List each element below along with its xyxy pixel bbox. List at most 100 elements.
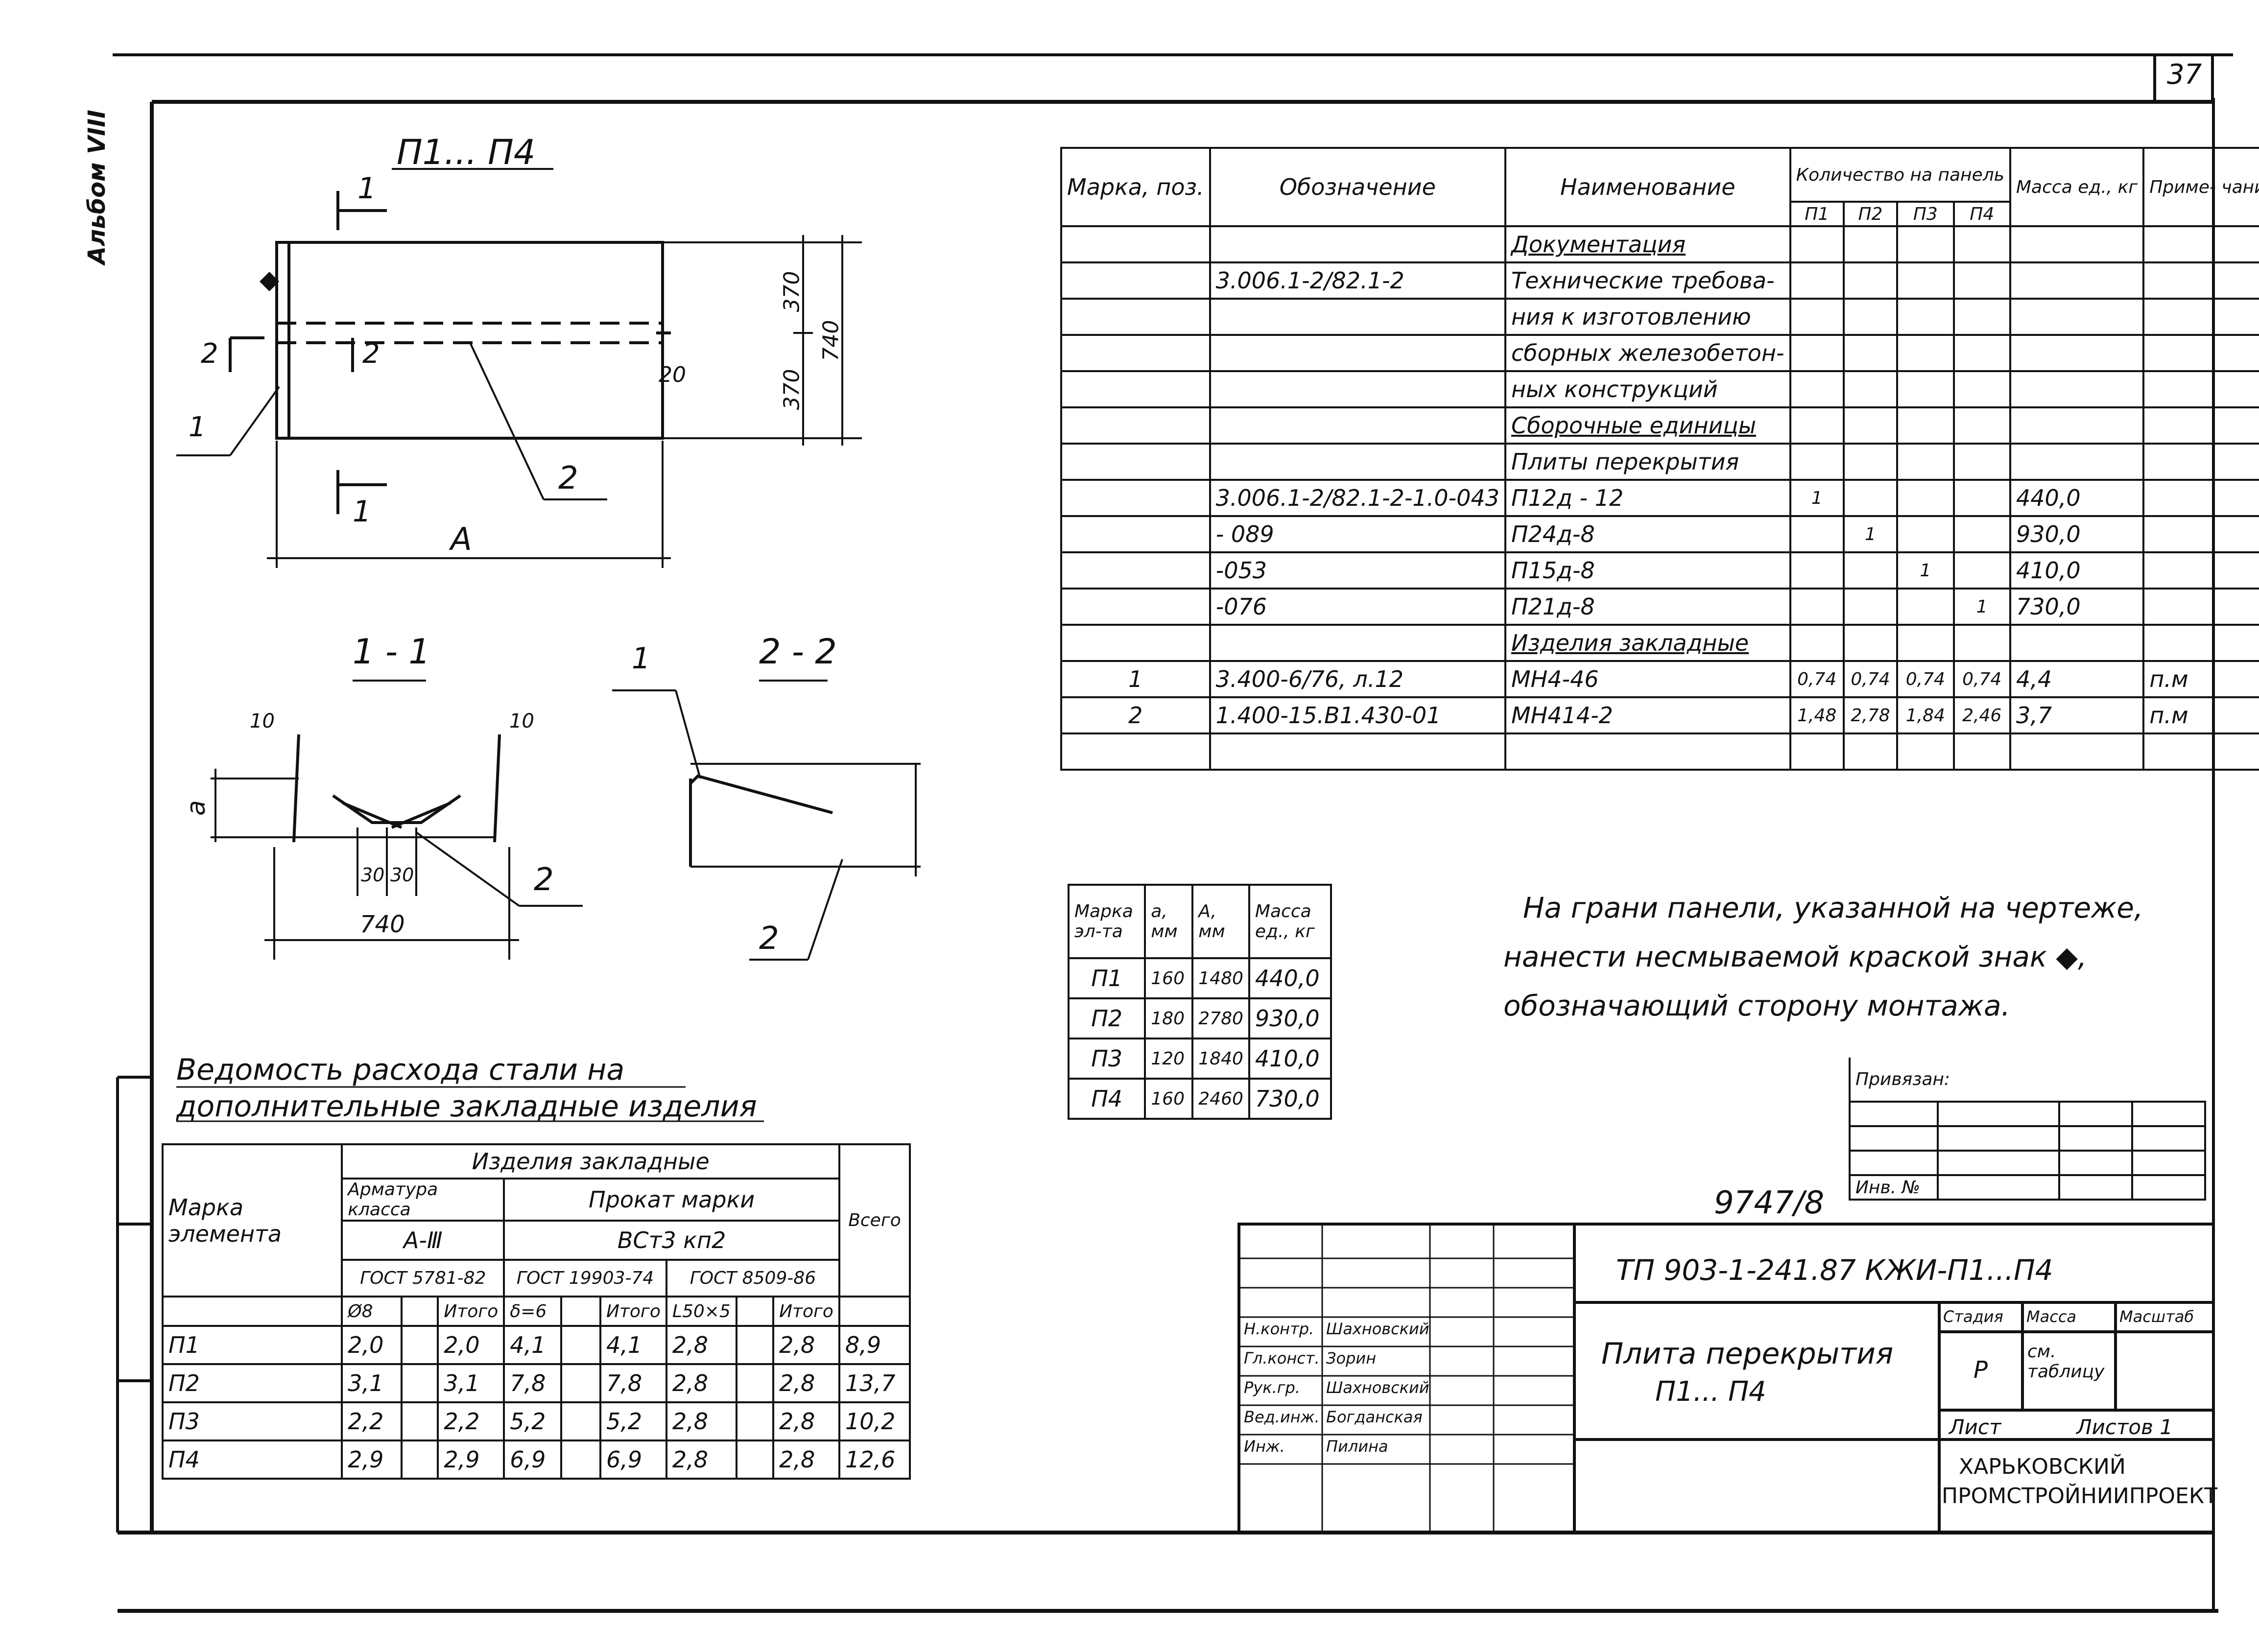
- spec-cell-mark: [1060, 588, 1211, 626]
- signer-role: Рук.гр.: [1244, 1378, 1301, 1397]
- section-mark-2-right: 2: [362, 338, 380, 370]
- dim-30-a: 30: [361, 864, 385, 886]
- spec-cell-note: [2142, 624, 2259, 662]
- steel-sub-itogo1: Итого: [437, 1296, 505, 1327]
- spec-cell-p4: [1952, 370, 2011, 408]
- spec-row: Плиты перекрытия: [1060, 443, 2259, 481]
- dims-cell-a: 180: [1144, 997, 1194, 1039]
- stamp-title-2: П1... П4: [1655, 1376, 1766, 1408]
- signer-role: Инж.: [1244, 1437, 1285, 1456]
- steel-cell-total: 10,2: [838, 1401, 911, 1441]
- dims-header-a: a, мм: [1144, 884, 1194, 959]
- steel-sub-d8: Ø8: [341, 1296, 403, 1327]
- spec-cell-mark: [1060, 551, 1211, 590]
- pos-2-label-plan: 2: [558, 460, 578, 496]
- spec-cell-designation: [1209, 443, 1506, 481]
- pos-2-label-section: 2: [534, 862, 554, 898]
- spec-cell-note: п.м: [2142, 660, 2259, 698]
- signer-role: Вед.инж.: [1244, 1408, 1320, 1426]
- signer-name: Шахновский: [1326, 1320, 1429, 1338]
- dim-10-right: 10: [509, 710, 534, 732]
- steel-sub-itogo3: Итого: [772, 1296, 840, 1327]
- steel-cell-rebar-total: 2,9: [437, 1440, 505, 1480]
- steel-header-rolled: Прокат марки: [503, 1178, 840, 1222]
- steel-cell-angle-total: 2,8: [772, 1325, 840, 1365]
- spec-cell-p2: [1842, 225, 1899, 263]
- spec-cell-mark: [1060, 732, 1211, 771]
- spec-cell-p3: [1896, 406, 1955, 445]
- spec-cell-note: п.м: [2142, 696, 2259, 734]
- steel-cell-empty: [560, 1440, 601, 1480]
- steel-cell-rebar: 3,1: [341, 1363, 403, 1403]
- section-mark-1-top: 1: [357, 171, 377, 206]
- dims-cell-a: 160: [1144, 1078, 1194, 1120]
- steel-cell-element: П4: [161, 1440, 343, 1480]
- spec-cell-p1: 1: [1789, 479, 1845, 517]
- spec-cell-mass: [2009, 370, 2145, 408]
- spec-cell-p3: [1896, 334, 1955, 372]
- section-mark-1-bottom: 1: [353, 495, 372, 529]
- section-mark-2-left: 2: [201, 338, 218, 370]
- spec-cell-designation: 3.006.1-2/82.1-2: [1209, 261, 1506, 300]
- spec-cell-mass: 4,4: [2009, 660, 2145, 698]
- steel-sub-l50: L50×5: [665, 1296, 737, 1327]
- inv-number-label: Инв. №: [1849, 1174, 1939, 1201]
- spec-cell-name: Технические требова-: [1504, 261, 1791, 300]
- dims-cell-mark: П2: [1067, 997, 1146, 1039]
- spec-cell-p2: [1842, 370, 1899, 408]
- spec-cell-note: [2142, 588, 2259, 626]
- stamp-code: ТП 903-1-241.87 КЖИ-П1...П4: [1616, 1253, 2053, 1287]
- spec-header-p3: П3: [1896, 201, 1955, 227]
- spec-cell-mark: [1060, 261, 1211, 300]
- spec-cell-p2: [1842, 624, 1899, 662]
- dims-cell-A: 2460: [1191, 1078, 1250, 1120]
- spec-cell-designation: 3.006.1-2/82.1-2-1.0-043: [1209, 479, 1506, 517]
- spec-header-qty: Количество на панель: [1789, 147, 2011, 203]
- spec-cell-designation: [1209, 406, 1506, 445]
- steel-cell-angle: 2,8: [665, 1440, 737, 1480]
- spec-cell-note: [2142, 298, 2259, 336]
- spec-row: Изделия закладные: [1060, 624, 2259, 662]
- dims-cell-A: 2780: [1191, 997, 1250, 1039]
- spec-cell-p3: [1896, 624, 1955, 662]
- spec-cell-name: Плиты перекрытия: [1504, 443, 1791, 481]
- spec-cell-p4: [1952, 479, 2011, 517]
- spec-cell-p3: [1896, 225, 1955, 263]
- spec-cell-mass: [2009, 443, 2145, 481]
- spec-cell-name: П24д-8: [1504, 515, 1791, 553]
- spec-cell-name: П15д-8: [1504, 551, 1791, 590]
- dims-cell-mark: П1: [1067, 957, 1146, 999]
- steel-cell-rebar: 2,2: [341, 1401, 403, 1441]
- spec-cell-p1: 0,74: [1789, 660, 1845, 698]
- spec-cell-note: [2142, 551, 2259, 590]
- spec-cell-p1: [1789, 732, 1845, 771]
- spec-cell-p1: [1789, 515, 1845, 553]
- steel-cell-rebar: 2,9: [341, 1440, 403, 1480]
- spec-cell-note: [2142, 443, 2259, 481]
- privyazan-label: Привязан:: [1849, 1058, 2205, 1103]
- spec-cell-mark: [1060, 515, 1211, 553]
- steel-cell-empty: [401, 1325, 439, 1365]
- steel-table: Марка элемента Изделия закладные Всего А…: [161, 1143, 911, 1480]
- stamp-mass-header: Масса: [2026, 1307, 2077, 1326]
- spec-cell-designation: [1209, 732, 1506, 771]
- spec-cell-designation: [1209, 225, 1506, 263]
- specification-table: Марка, поз. Обозначение Наименование Кол…: [1060, 147, 2259, 771]
- steel-cell-empty: [401, 1440, 439, 1480]
- spec-header-mass: Масса ед., кг: [2009, 147, 2145, 227]
- steel-header-items: Изделия закладные: [341, 1143, 840, 1180]
- signer-name: Богданская: [1326, 1408, 1423, 1426]
- spec-cell-p1: [1789, 624, 1845, 662]
- spec-row: ния к изготовлению: [1060, 298, 2259, 336]
- spec-header-mark: Марка, поз.: [1060, 147, 1211, 227]
- spec-header-designation: Обозначение: [1209, 147, 1506, 227]
- steel-header-vst: ВСт3 кп2: [503, 1220, 840, 1261]
- spec-cell-p4: 0,74: [1952, 660, 2011, 698]
- spec-cell-name: ных конструкций: [1504, 370, 1791, 408]
- steel-cell-plate: 7,8: [503, 1363, 563, 1403]
- spec-cell-p1: [1789, 370, 1845, 408]
